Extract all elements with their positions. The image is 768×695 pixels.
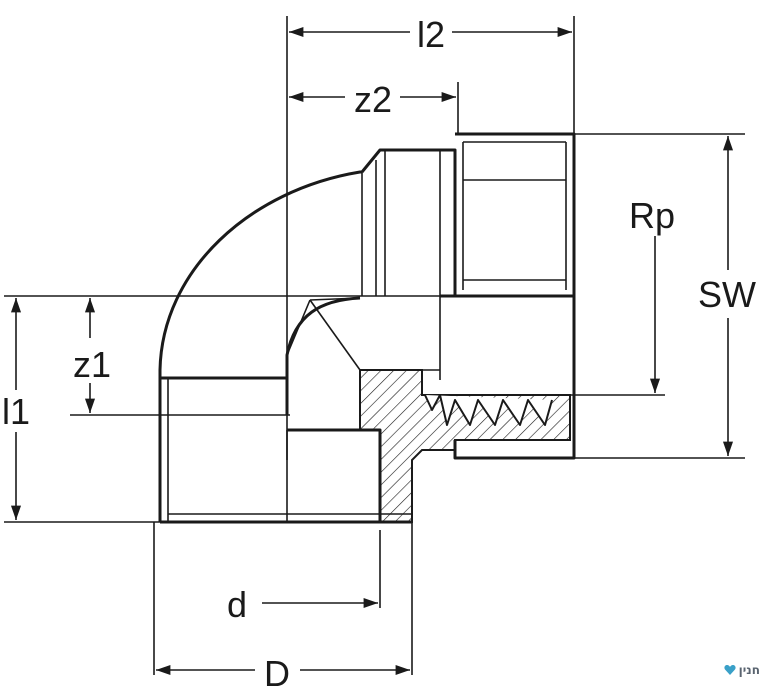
watermark: חנין <box>724 663 760 677</box>
label-rp: Rp <box>629 195 675 236</box>
label-l1: l1 <box>2 391 30 432</box>
label-d: d <box>227 584 247 625</box>
dimension-lines <box>10 26 734 676</box>
label-big-d: D <box>264 653 290 694</box>
label-l2: l2 <box>417 14 445 55</box>
watermark-text: חנין <box>738 663 760 677</box>
label-sw: SW <box>698 274 756 315</box>
label-z1: z1 <box>73 344 111 385</box>
heart-icon <box>724 664 736 675</box>
label-z2: z2 <box>354 79 392 120</box>
elbow-body <box>158 132 576 524</box>
